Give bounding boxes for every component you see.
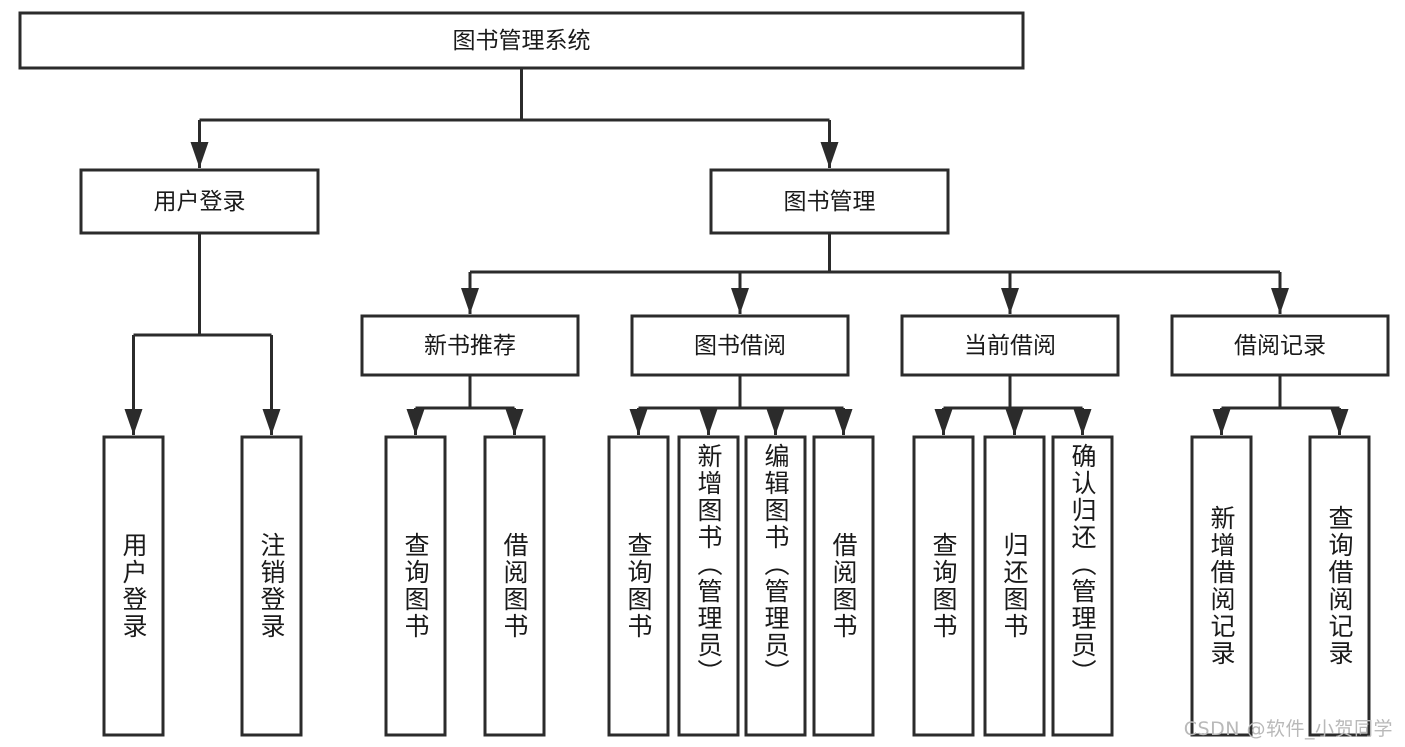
node-leaf-book_borrow-3[interactable] bbox=[812, 435, 875, 737]
node-leaf-new_book_recommend-0[interactable] bbox=[384, 435, 447, 737]
arrow-head-icon bbox=[505, 409, 524, 435]
arrow-head-icon bbox=[1330, 409, 1349, 435]
arrow-head-icon bbox=[1005, 409, 1024, 435]
node-level2-label-0: 用户登录 bbox=[154, 189, 246, 215]
arrow-head-icon bbox=[820, 142, 839, 168]
node-level2-label-1: 图书管理 bbox=[784, 189, 876, 215]
arrow-head-icon bbox=[699, 409, 718, 435]
node-root[interactable] bbox=[18, 11, 1025, 70]
node-leaf-book_borrow-1[interactable] bbox=[677, 435, 740, 737]
arrow-head-icon bbox=[461, 288, 479, 314]
node-level2-0[interactable] bbox=[79, 168, 320, 235]
node-root-label: 图书管理系统 bbox=[453, 28, 591, 54]
node-level3-0[interactable] bbox=[360, 314, 580, 377]
arrow-head-icon bbox=[1271, 288, 1289, 314]
node-level3-1[interactable] bbox=[630, 314, 850, 377]
arrow-head-icon bbox=[1212, 409, 1231, 435]
arrow-head-icon bbox=[1001, 288, 1019, 314]
node-level3-label-2: 当前借阅 bbox=[964, 333, 1056, 359]
watermark-text: CSDN @软件_小贺同学 bbox=[1183, 718, 1393, 740]
arrow-head-icon bbox=[834, 409, 853, 435]
node-leaf-user_login-1[interactable] bbox=[240, 435, 303, 737]
node-level3-label-0: 新书推荐 bbox=[424, 333, 516, 359]
node-leaf-new_book_recommend-1[interactable] bbox=[483, 435, 546, 737]
node-leaf-current_borrow-1[interactable] bbox=[983, 435, 1046, 737]
arrow-head-icon bbox=[1073, 409, 1092, 435]
node-leaf-borrow_record-1[interactable] bbox=[1308, 435, 1371, 737]
connector-layer bbox=[124, 68, 1349, 435]
arrow-head-icon bbox=[406, 409, 425, 435]
arrow-head-icon bbox=[124, 409, 143, 435]
node-leaf-current_borrow-0[interactable] bbox=[912, 435, 975, 737]
arrow-head-icon bbox=[190, 142, 209, 168]
node-level3-label-1: 图书借阅 bbox=[694, 333, 786, 359]
node-leaf-current_borrow-2[interactable] bbox=[1051, 435, 1114, 737]
node-leaf-book_borrow-2[interactable] bbox=[744, 435, 807, 737]
node-level2-1[interactable] bbox=[709, 168, 950, 235]
arrow-head-icon bbox=[629, 409, 648, 435]
node-level3-3[interactable] bbox=[1170, 314, 1390, 377]
arrow-head-icon bbox=[262, 409, 281, 435]
arrow-head-icon bbox=[934, 409, 953, 435]
node-level3-label-3: 借阅记录 bbox=[1234, 333, 1326, 359]
node-level3-2[interactable] bbox=[900, 314, 1120, 377]
node-leaf-borrow_record-0[interactable] bbox=[1190, 435, 1253, 737]
node-leaf-user_login-0[interactable] bbox=[102, 435, 165, 737]
arrow-head-icon bbox=[731, 288, 749, 314]
node-leaf-book_borrow-0[interactable] bbox=[607, 435, 670, 737]
box-layer bbox=[18, 11, 1390, 737]
arrow-head-icon bbox=[766, 409, 785, 435]
